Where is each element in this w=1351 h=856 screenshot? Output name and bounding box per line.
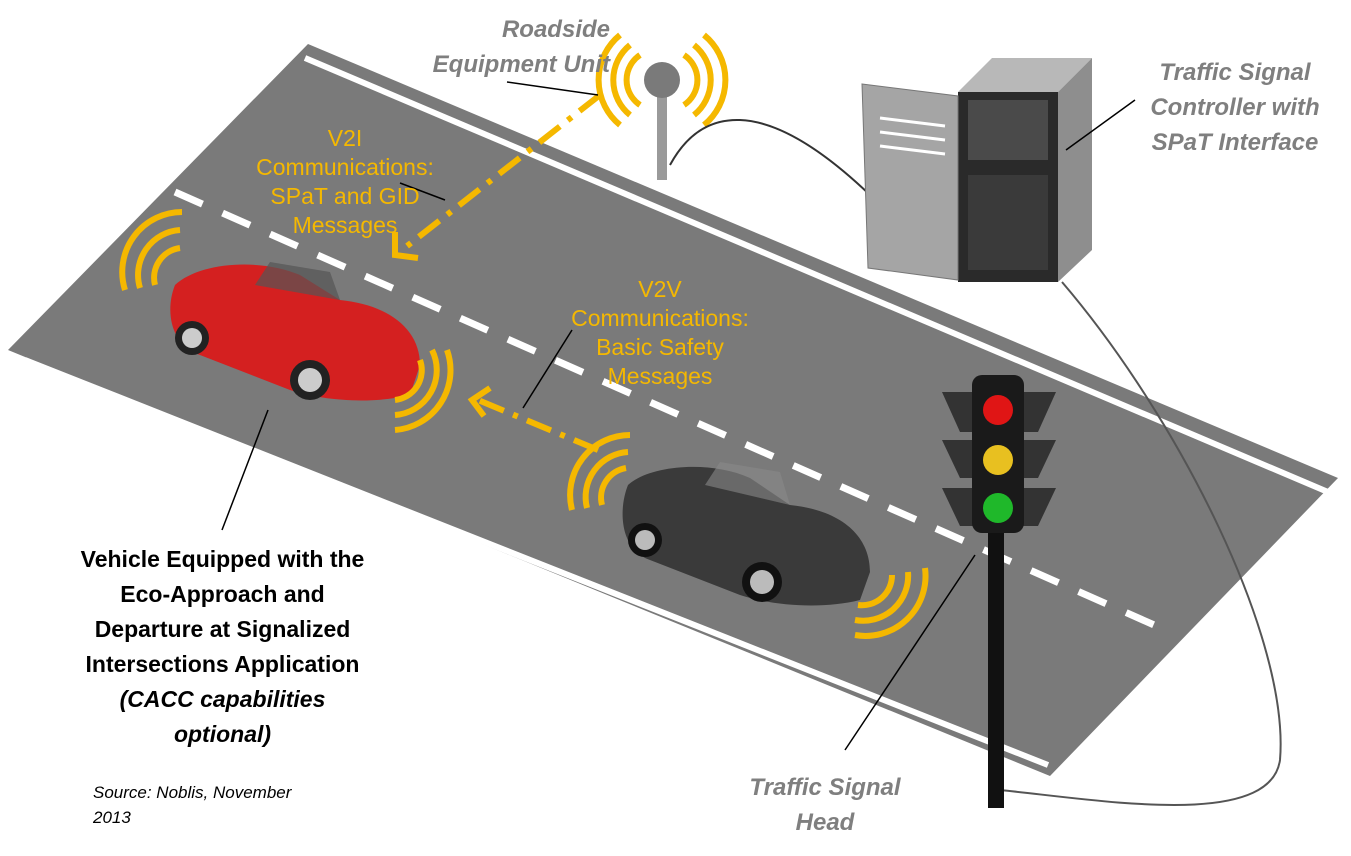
- label-line: Equipment Unit: [432, 51, 610, 78]
- rsu-cable: [669, 118, 871, 196]
- roadside-unit-icon: [595, 32, 729, 180]
- label-line: Messages: [607, 363, 713, 389]
- label-line: Basic Safety: [596, 334, 724, 360]
- v2i-label: V2I Communications: SPaT and GID Message…: [245, 124, 445, 240]
- label-line: V2V: [638, 276, 682, 302]
- label-line: Vehicle Equipped with the: [80, 546, 365, 572]
- label-line: Roadside: [501, 16, 610, 43]
- vehicle-label: Vehicle Equipped with the Eco-Approach a…: [50, 542, 395, 752]
- controller-to-signal-cable: [999, 281, 1282, 806]
- controller-label: Traffic Signal Controller with SPaT Inte…: [1130, 55, 1340, 160]
- road-center-dashed-line: [173, 188, 1172, 636]
- v2i-arrow: [400, 92, 602, 253]
- label-line: Departure at Signalized: [94, 616, 351, 642]
- v2i-arrowhead-icon: [392, 232, 419, 261]
- label-line: Communications:: [256, 154, 434, 180]
- label-line: V2I: [327, 125, 363, 151]
- label-line: SPaT Interface: [1151, 129, 1319, 156]
- road-edge-line-bottom: [23, 357, 1050, 768]
- label-line: (CACC capabilities: [119, 686, 326, 712]
- red-car-icon: [170, 262, 420, 401]
- label-line: SPaT and GID: [270, 183, 420, 209]
- label-line: optional): [173, 721, 272, 747]
- label-line: Traffic Signal: [1159, 59, 1311, 86]
- label-line: Traffic Signal: [749, 774, 901, 801]
- source-note: Source: Noblis, November 2013: [93, 780, 291, 830]
- label-line: Intersections Application: [85, 651, 360, 677]
- label-line: Eco-Approach and: [120, 581, 325, 607]
- label-line: Head: [795, 809, 855, 836]
- black-car-icon: [622, 462, 870, 606]
- traffic-signal-head-icon: [942, 375, 1056, 808]
- label-line: Controller with: [1150, 94, 1320, 121]
- label-line: Source: Noblis, November: [93, 783, 292, 802]
- label-line: Communications:: [571, 305, 749, 331]
- label-line: 2013: [93, 808, 131, 827]
- v2v-arrowhead-icon: [467, 385, 492, 418]
- v2v-arrow: [476, 397, 600, 453]
- label-line: Messages: [292, 212, 398, 238]
- wireless-signal-icons: [119, 209, 929, 639]
- signal-head-label: Traffic Signal Head: [720, 770, 930, 840]
- signal-controller-cabinet-icon: [861, 58, 1092, 282]
- v2v-label: V2V Communications: Basic Safety Message…: [555, 275, 765, 391]
- leader-lines: [221, 81, 1136, 751]
- roadside-unit-label: Roadside Equipment Unit: [410, 12, 610, 82]
